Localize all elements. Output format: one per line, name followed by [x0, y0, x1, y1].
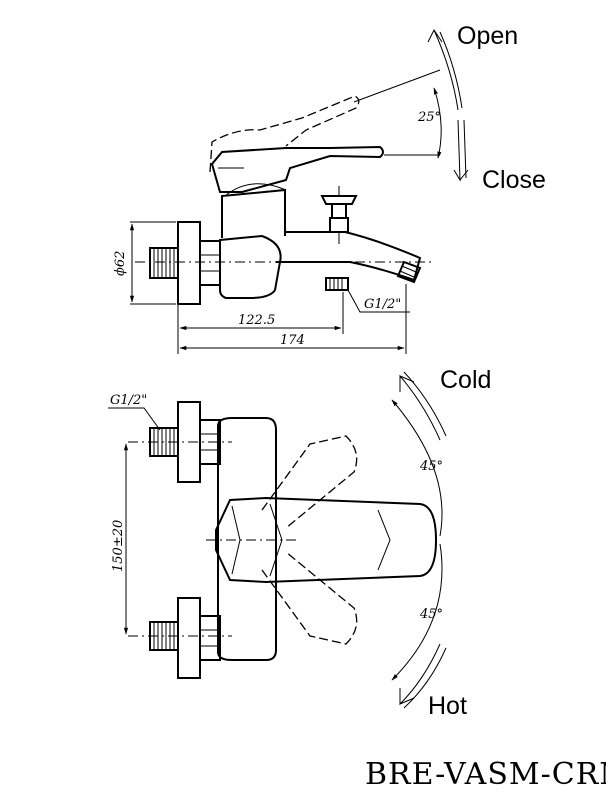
diameter-dim: ϕ62: [113, 251, 128, 276]
spout-depth-dim: 122.5: [238, 313, 275, 328]
mixer-body: [219, 234, 282, 299]
front-lever-handle: [215, 496, 438, 584]
front-view: [108, 371, 447, 709]
cartridge-housing: [221, 188, 286, 238]
open-label: Open: [457, 22, 518, 50]
spout: [276, 231, 422, 282]
lower-flange: [177, 597, 201, 679]
close-arrow: [453, 119, 469, 182]
aerator: [396, 260, 422, 284]
side-view: [129, 28, 469, 354]
cold-angle-dim: 45°: [419, 459, 443, 474]
inlet-thread: [149, 247, 179, 279]
centers-dim: 150±20: [111, 520, 126, 572]
cold-arrow: [399, 374, 441, 441]
lower-hex-nut: [199, 615, 221, 661]
cold-label: Cold: [440, 366, 491, 394]
diverter-knob: [320, 186, 358, 244]
lever-handle-open-position: [209, 95, 360, 173]
upper-hex-nut: [199, 419, 221, 465]
front-lever-ghost-positions: [261, 435, 358, 645]
overall-depth-dim: 174: [280, 333, 305, 348]
lever-angle-dim: 25°: [417, 110, 441, 125]
hex-nut: [199, 240, 221, 286]
wall-flange: [177, 221, 201, 305]
hot-arrow: [399, 643, 441, 706]
lever-handle: [210, 145, 384, 193]
side-thread-dim: G1/2": [364, 297, 401, 312]
model-code: BRE-VASM-CRM: [365, 757, 606, 792]
front-thread-dim: G1/2": [110, 393, 147, 408]
hot-label: Hot: [428, 692, 467, 720]
outlet-thread: [325, 277, 349, 291]
close-label: Close: [482, 166, 546, 194]
hot-angle-dim: 45°: [419, 607, 443, 622]
front-body: [217, 417, 277, 661]
open-arrow: [427, 28, 459, 111]
